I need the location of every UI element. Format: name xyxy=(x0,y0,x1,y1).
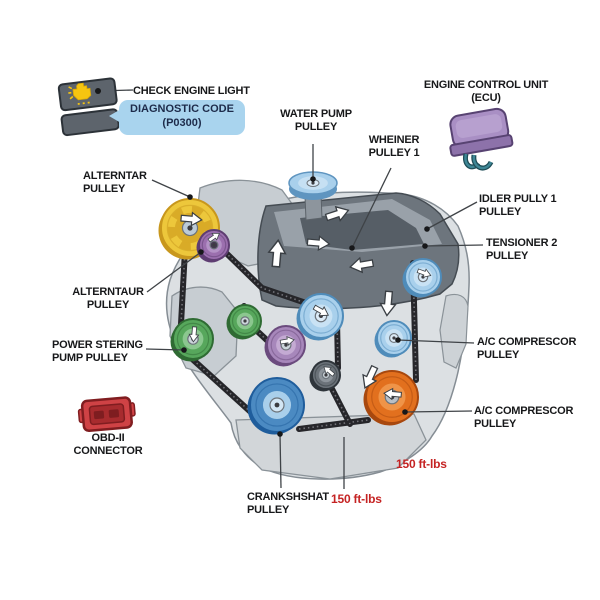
belt-rib-texture xyxy=(412,262,417,381)
rotation-arrow xyxy=(379,290,397,317)
callout-dot xyxy=(402,409,408,415)
crankshaft-pulley-label: CRANKSHSHAT PULLEY xyxy=(247,491,329,516)
callout-dot xyxy=(187,194,193,200)
obd-face xyxy=(88,403,126,426)
callout-line xyxy=(351,167,392,249)
crankshaft-pulley xyxy=(247,377,305,435)
valve-cover-recess xyxy=(300,210,424,250)
check-engine-light-icon xyxy=(57,77,120,137)
rotation-arrow xyxy=(349,256,375,274)
rotation-arrow xyxy=(362,364,379,389)
serpentine-belt-segment xyxy=(328,384,353,427)
power-steering-pump-pulley-label: POWER STERING PUMP PULLEY xyxy=(52,339,143,364)
pulley-center xyxy=(284,343,288,347)
pulley-groove xyxy=(371,376,413,418)
torque-note-right: 150 ft-lbs xyxy=(396,457,447,471)
callout-line xyxy=(426,201,478,230)
pulley-center xyxy=(243,319,247,323)
ecu-wire xyxy=(472,154,493,170)
callout-dot xyxy=(424,226,430,232)
belt-rib-texture xyxy=(189,356,255,416)
obd-pin-slot xyxy=(93,410,105,420)
callout-dot xyxy=(422,243,428,249)
ac-compressor-pulley-blue xyxy=(374,320,412,358)
water-pump-pulley xyxy=(288,171,338,200)
callout-dot xyxy=(181,347,187,353)
ac-compressor-pulley-label-1: A/C COMPRESCOR PULLEY xyxy=(477,336,577,361)
belt-rib-texture xyxy=(243,305,272,345)
engine-mount xyxy=(439,293,469,369)
pulley-groove xyxy=(166,204,214,252)
pulley-groove xyxy=(176,322,210,356)
callout-line xyxy=(404,410,473,413)
rotation-arrow xyxy=(180,211,203,227)
idler-pulley-mauve xyxy=(264,325,306,367)
callout-dot xyxy=(277,431,283,437)
check-engine-light-label: CHECK ENGINE LIGHT xyxy=(133,85,250,97)
ecu-rim xyxy=(449,134,514,157)
idler-tensioner-pulley-right-top xyxy=(402,258,442,298)
pulley-center xyxy=(311,181,315,185)
rotation-arrow xyxy=(312,304,329,317)
ecu-body-highlight xyxy=(455,114,503,138)
obd-connector-icon xyxy=(77,396,136,433)
rotation-arrow xyxy=(306,235,331,251)
callout-dot xyxy=(95,88,101,94)
rotation-arrow xyxy=(207,232,220,243)
rotation-arrow xyxy=(188,326,200,343)
callout-dot xyxy=(198,249,204,255)
pulley-center xyxy=(324,373,328,377)
belt-rib-texture xyxy=(180,249,186,325)
rotation-arrow xyxy=(383,387,402,401)
ac-compressor-pulley-label-2: A/C COMPRESCOR PULLEY xyxy=(474,405,574,430)
pulley-center xyxy=(274,402,280,408)
belt-rib-texture xyxy=(221,248,307,304)
pulley-groove xyxy=(270,329,302,361)
pulley-center xyxy=(212,243,216,247)
callout-line xyxy=(397,339,475,344)
pulley-groove xyxy=(255,383,299,427)
callout-dot xyxy=(310,176,316,182)
rotation-arrow xyxy=(323,366,336,377)
tensioner-2-pulley-label: TENSIONER 2 PULLEY xyxy=(486,237,558,262)
obd-pin-slot xyxy=(108,409,120,418)
rotation-arrow xyxy=(416,268,432,278)
water-pump-pulley-label: WATER PUMP PULLEY xyxy=(280,108,352,133)
callout-line xyxy=(279,433,282,489)
callout-line xyxy=(146,251,202,293)
alternator-pulley-label: ALTERNTAR PULLEY xyxy=(83,170,147,195)
callout-line xyxy=(424,244,484,247)
pulley-groove xyxy=(314,363,338,387)
wheiner-pulley-1-label: WHEINER PULLEY 1 xyxy=(368,134,420,159)
alternator-pulley-purple xyxy=(196,229,230,263)
obd-connector-label: OBD-II CONNECTOR xyxy=(73,432,143,457)
serpentine-belt-segment xyxy=(296,417,371,432)
rotation-arrow xyxy=(267,238,287,268)
engine-warning-glyph xyxy=(68,82,92,105)
idler-pulley-1-label: IDLER PULLY 1 PULLEY xyxy=(479,193,557,218)
alternator-pulley-2-label: ALTERNTAUR PULLEY xyxy=(72,286,144,311)
pulley-groove xyxy=(303,298,339,334)
callout-line xyxy=(151,179,191,198)
ecu-label: ENGINE CONTROL UNIT (ECU) xyxy=(423,79,549,104)
pulley-center xyxy=(187,225,193,231)
pulley-groove xyxy=(408,262,438,292)
idler-pulley-green-upper xyxy=(226,304,262,340)
pulley-groove xyxy=(380,324,408,352)
callout-dot xyxy=(349,245,355,251)
callout-dot xyxy=(395,337,401,343)
ecu-icon xyxy=(449,107,514,171)
rotation-arrow xyxy=(279,335,295,346)
callout-line xyxy=(145,348,185,351)
pulley-groove xyxy=(231,307,259,335)
rotation-arrow xyxy=(324,205,350,222)
torque-note-bottom: 150 ft-lbs xyxy=(331,492,382,506)
diagnostic-code-bubble: DIAGNOSTIC CODE (P0300) xyxy=(109,100,245,135)
pulley-center xyxy=(392,336,396,340)
